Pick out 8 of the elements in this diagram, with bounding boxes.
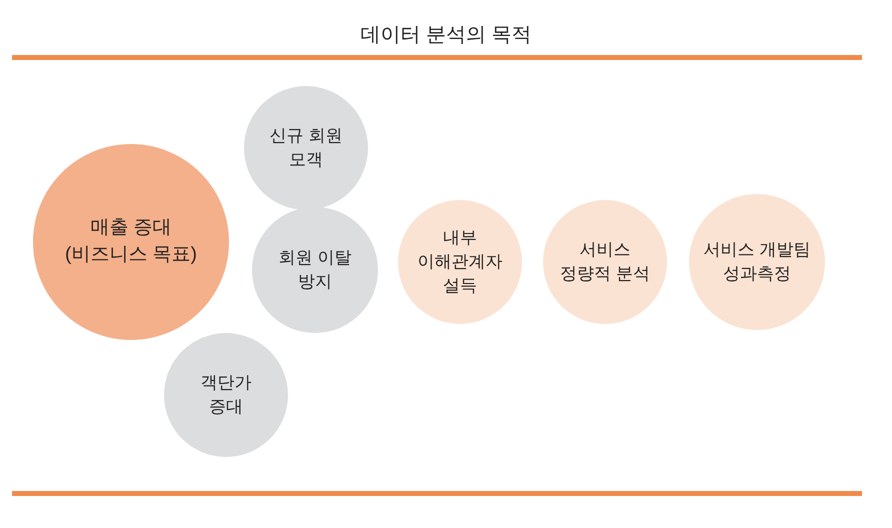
circle-label: 회원 이탈 방지: [278, 247, 352, 293]
circle-label: 객단가 증대: [200, 372, 252, 418]
circle-label: 신규 회원 모객: [268, 125, 344, 171]
circle-label: 서비스 정량적 분석: [559, 239, 651, 285]
circle-label: 매출 증대 (비즈니스 목표): [64, 216, 198, 267]
diagram-title: 데이터 분석의 목적: [359, 23, 533, 48]
circle-label: 서비스 개발팀 성과측정: [702, 239, 812, 285]
circle-label: 내부 이해관계자 설득: [416, 227, 504, 297]
